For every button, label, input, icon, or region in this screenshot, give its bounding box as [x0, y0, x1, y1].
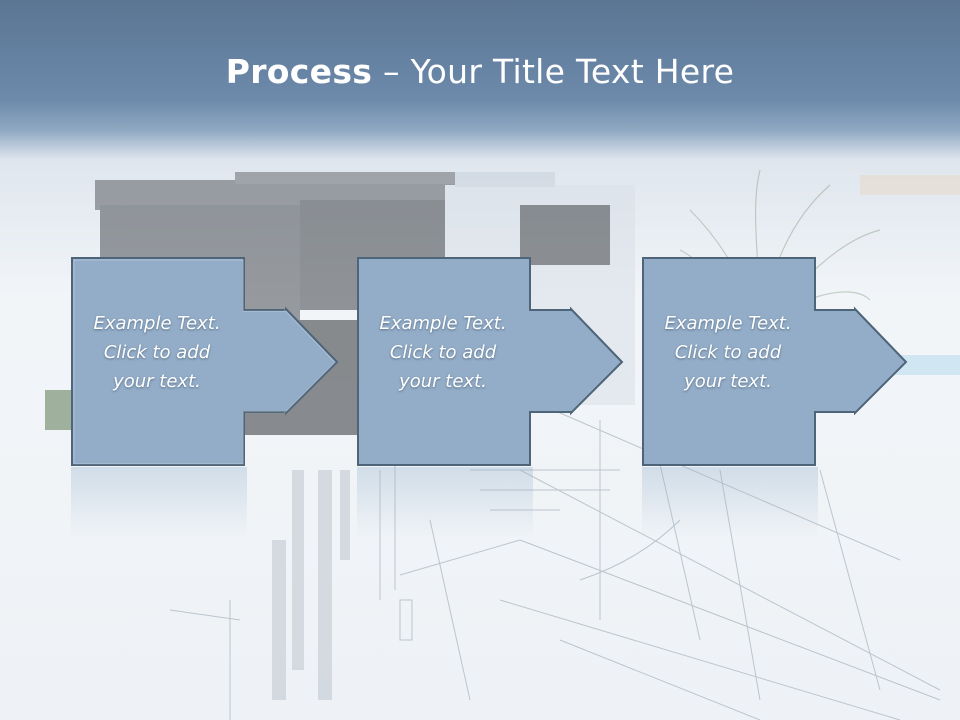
step-1-line-1: Example Text.	[93, 313, 221, 334]
step-2-reflection	[357, 467, 533, 537]
step-3-reflection	[642, 467, 818, 537]
step-1-text: Example Text. Click to add your text.	[71, 309, 243, 396]
process-step-1[interactable]: Example Text. Click to add your text.	[71, 257, 411, 467]
slide-title[interactable]: Process – Your Title Text Here	[0, 52, 960, 91]
step-3-line-1: Example Text.	[664, 313, 792, 334]
step-3-text: Example Text. Click to add your text.	[642, 309, 814, 396]
title-strong: Process	[225, 52, 373, 91]
step-1-line-3: your text.	[113, 371, 201, 392]
step-2-line-1: Example Text.	[379, 313, 507, 334]
step-2-line-2: Click to add	[389, 342, 497, 363]
step-3-line-3: your text.	[684, 371, 772, 392]
step-1-reflection	[71, 467, 247, 537]
process-step-3[interactable]: Example Text. Click to add your text.	[642, 257, 960, 467]
step-2-text: Example Text. Click to add your text.	[357, 309, 529, 396]
step-2-line-3: your text.	[399, 371, 487, 392]
step-1-arrow-shape	[71, 257, 339, 466]
step-2-arrow-shape	[357, 257, 624, 466]
step-3-line-2: Click to add	[674, 342, 782, 363]
step-1-line-2: Click to add	[103, 342, 211, 363]
step-3-arrow-shape	[642, 257, 908, 466]
title-rest: – Your Title Text Here	[372, 52, 735, 91]
process-step-2[interactable]: Example Text. Click to add your text.	[357, 257, 697, 467]
